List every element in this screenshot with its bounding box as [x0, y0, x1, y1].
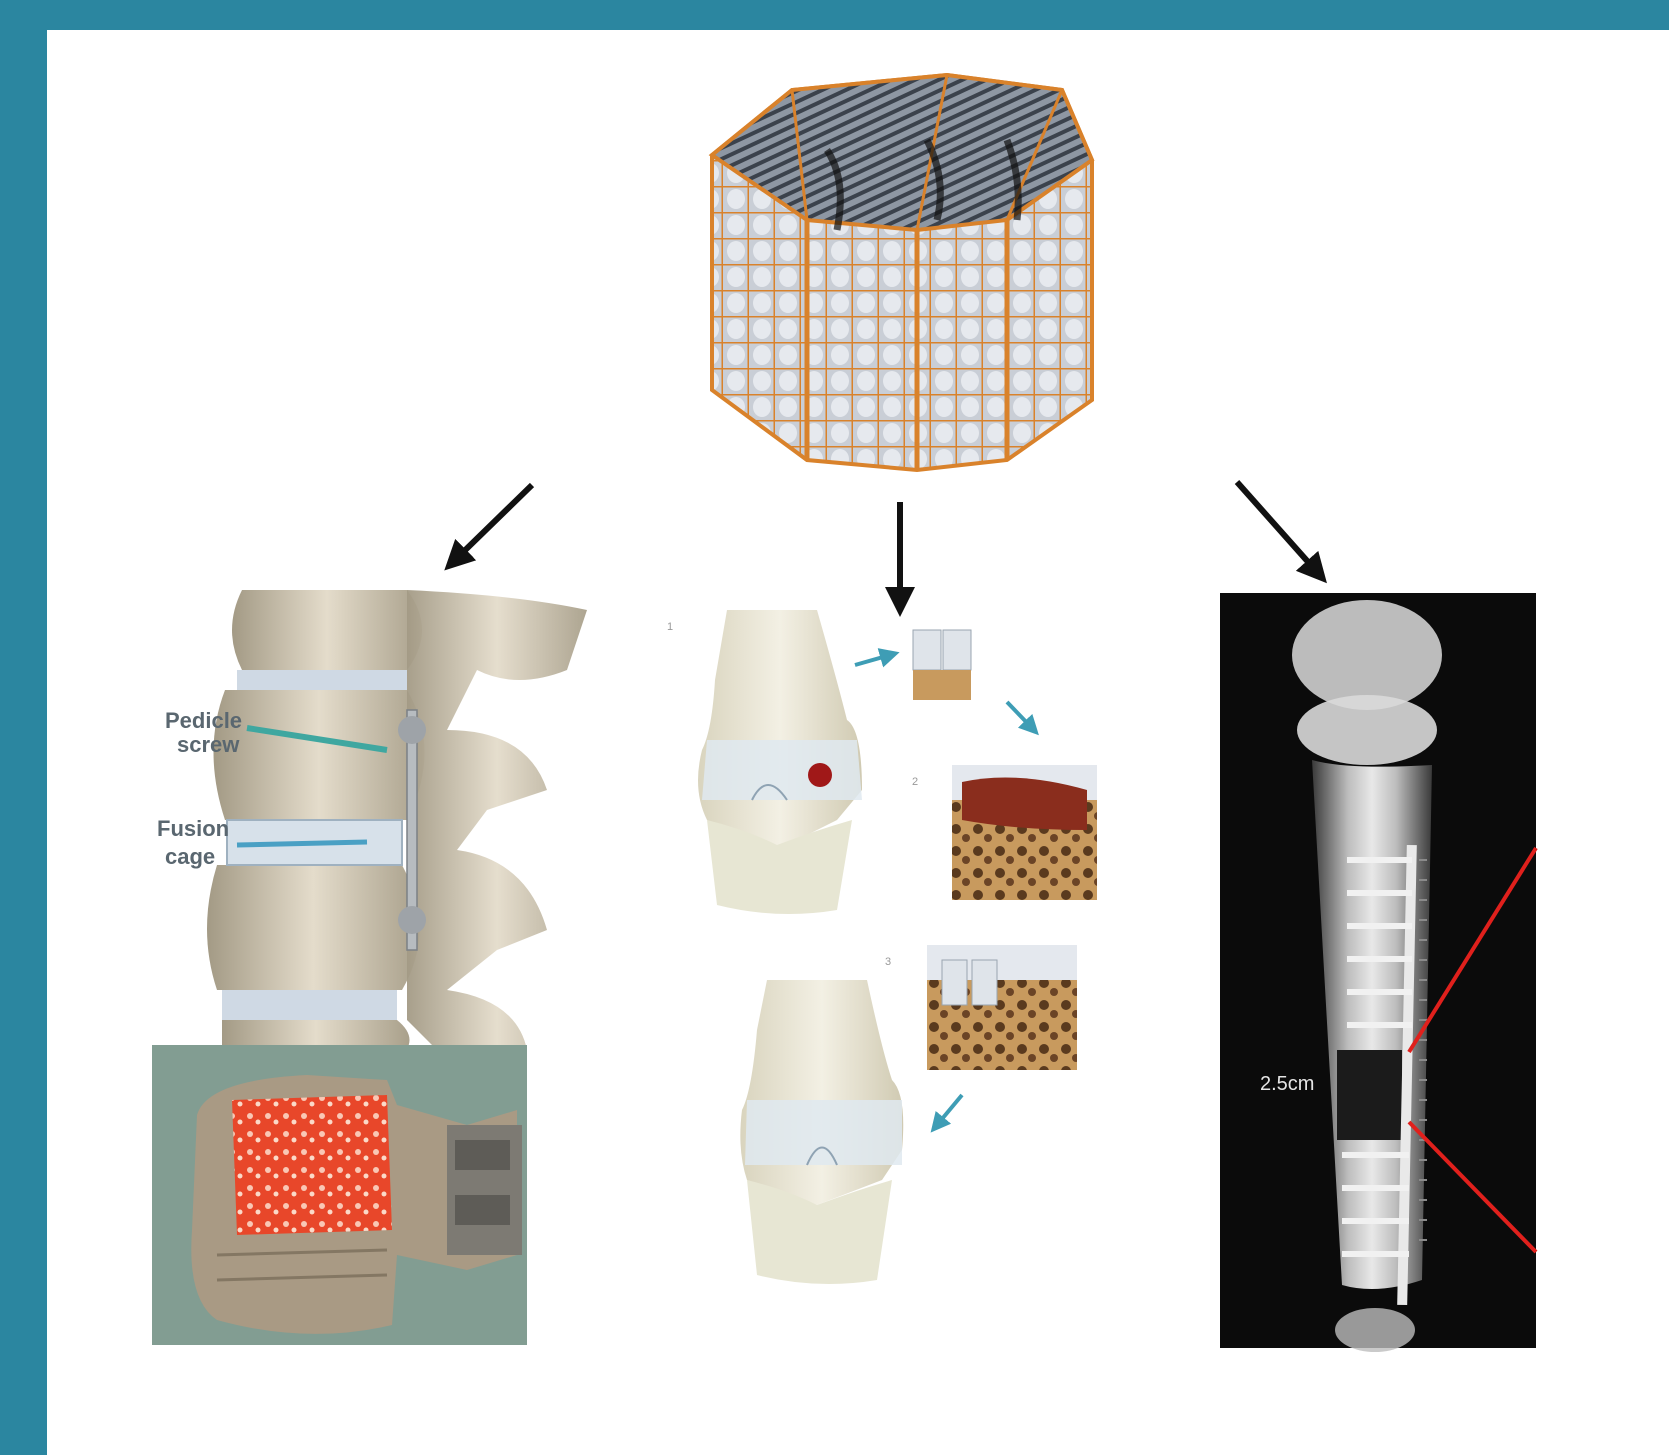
label-fusion-cage-1: Fusion	[157, 816, 229, 841]
spine-illustration	[197, 590, 587, 1060]
arrow-right	[1237, 482, 1317, 572]
label-pedicle-screw-1: Pedicle	[165, 708, 242, 733]
label-pedicle-screw-2: screw	[177, 732, 240, 757]
gap-measurement-label: 2.5cm	[1260, 1073, 1314, 1095]
fusion-cage-photo	[152, 1045, 527, 1345]
step-number-1: 1	[667, 621, 673, 633]
label-fusion-cage-2: cage	[165, 844, 215, 869]
arrow-left	[455, 485, 532, 560]
xray-image	[1220, 593, 1536, 1352]
step-number-3: 3	[885, 956, 891, 968]
step-number-2: 2	[912, 776, 918, 788]
cartilage-repair-illustration	[698, 610, 1097, 1284]
figure-canvas: Pedicle screw Fusion cage	[47, 30, 1669, 1455]
scaffold-illustration	[712, 75, 1092, 470]
